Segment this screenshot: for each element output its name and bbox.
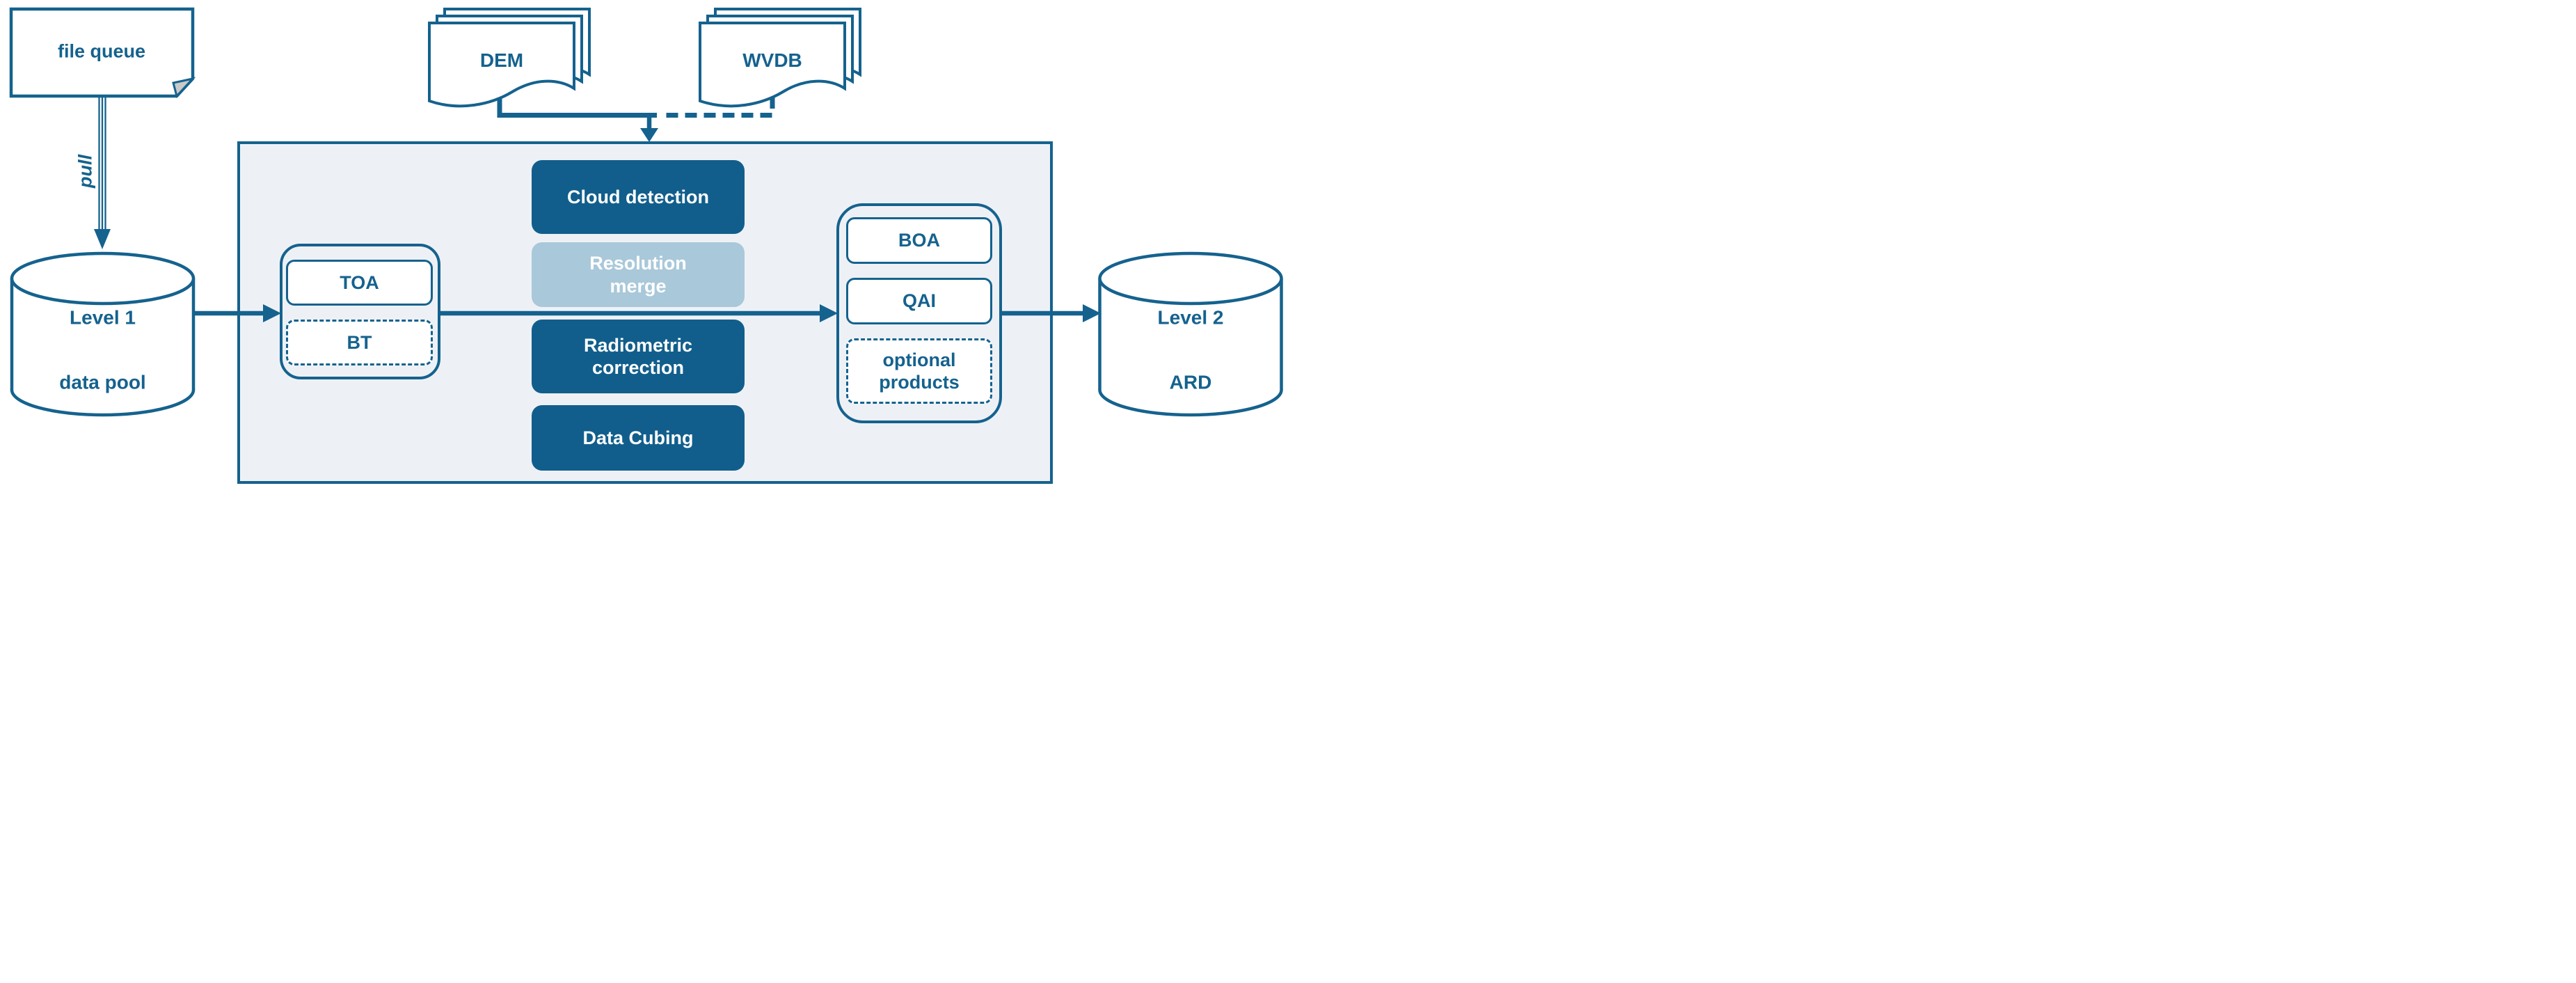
input-products-group [280, 244, 440, 379]
pull-label: pull [74, 155, 96, 188]
level1-line2: data pool [59, 371, 146, 393]
pull-arrow [94, 97, 111, 249]
level2-line2: ARD [1169, 371, 1212, 393]
wvdb-dashed-connector [660, 97, 775, 118]
level2-ard-label: Level 2 ARD [1158, 270, 1224, 431]
flow-arrow-boa-to-level2 [1002, 304, 1101, 322]
step-label: Radiometric correction [583, 334, 693, 378]
bt-label: BT [347, 331, 372, 353]
file-queue-label: file queue [57, 40, 146, 62]
arrowhead-right-icon [263, 304, 281, 322]
boa-box: BOA [846, 217, 992, 264]
step-label: Data Cubing [582, 427, 694, 448]
dem-label: DEM [479, 49, 524, 71]
step-resolution-merge: Resolution merge [532, 242, 745, 307]
level2-line1: Level 2 [1157, 306, 1224, 329]
folded-corner-icon [172, 77, 196, 99]
qai-label: QAI [902, 290, 936, 311]
arrowhead-right-icon [1083, 304, 1101, 322]
level2-cylinder [1098, 251, 1283, 417]
flow-arrow-toa-to-boa [440, 304, 838, 322]
step-data-cubing: Data Cubing [532, 405, 745, 471]
file-queue-note [9, 7, 196, 99]
qai-box: QAI [846, 278, 992, 324]
step-label: Cloud detection [567, 186, 709, 207]
boa-label: BOA [898, 230, 940, 251]
bt-box: BT [286, 320, 433, 365]
step-cloud-detection: Cloud detection [532, 160, 745, 234]
optional-products-box: optional products [846, 338, 992, 404]
optional-products-label: optional products [879, 349, 960, 393]
toa-box: TOA [286, 260, 433, 306]
toa-label: TOA [340, 272, 379, 293]
output-products-group [836, 203, 1002, 423]
level1-cylinder [10, 251, 196, 417]
arrowhead-down-icon [94, 229, 111, 249]
step-label: Resolution merge [589, 253, 687, 297]
arrowhead-right-icon [820, 304, 838, 322]
step-radiometric-correction: Radiometric correction [532, 320, 745, 393]
level1-line1: Level 1 [70, 306, 136, 329]
level1-pool-label: Level 1 data pool [59, 270, 145, 431]
wvdb-label: WVDB [742, 49, 802, 71]
dem-connector [497, 97, 658, 142]
diagram-shapes [9, 7, 1283, 417]
flow-arrow-level1-to-toa [193, 304, 281, 322]
arrowhead-down-icon [640, 128, 658, 142]
workflow-diagram: TOA BT Cloud detection Resolution merge … [0, 0, 1288, 492]
